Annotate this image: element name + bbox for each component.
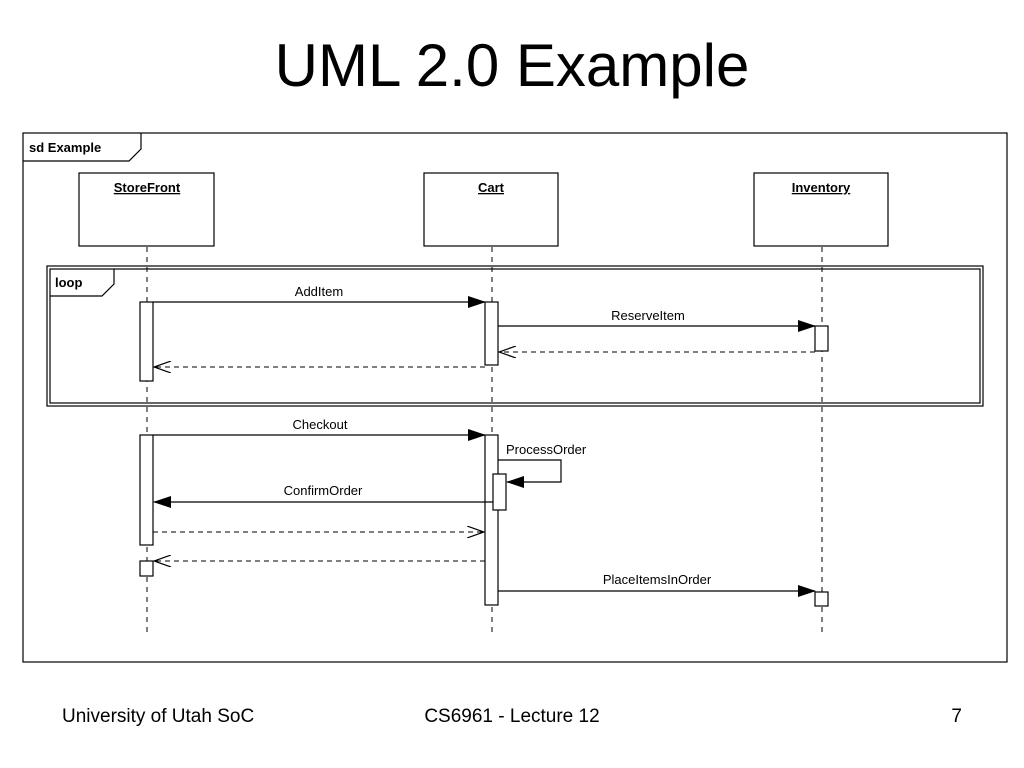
loop-fragment: loop: [46, 265, 984, 407]
message-confirmorder: ConfirmOrder: [153, 483, 493, 508]
slide-title: UML 2.0 Example: [274, 32, 750, 99]
lifeline-inventory-name: Inventory: [792, 180, 851, 195]
sd-frame-label: sd Example: [29, 140, 101, 155]
message-checkout: Checkout: [153, 417, 486, 441]
lifeline-storefront-name: StoreFront: [114, 180, 181, 195]
message-checkout-label: Checkout: [293, 417, 348, 432]
message-reserveitem-label: ReserveItem: [611, 308, 685, 323]
sd-frame: sd Example: [22, 132, 1008, 663]
activation-cart-1: [484, 301, 499, 366]
footer-page-number: 7: [951, 706, 962, 727]
activation-storefront-1: [139, 301, 154, 382]
loop-label: loop: [55, 275, 82, 290]
message-placeitemsinorder: PlaceItemsInOrder: [498, 572, 816, 597]
footer-course: CS6961 - Lecture 12: [424, 706, 600, 727]
activation-inventory-2: [814, 591, 829, 607]
activation-storefront-2: [139, 434, 154, 546]
lifeline-inventory: Inventory: [753, 172, 889, 636]
activation-storefront-3: [139, 560, 154, 577]
activation-cart-2: [484, 434, 499, 606]
message-processorder: ProcessOrder: [498, 442, 587, 488]
message-placeitemsinorder-label: PlaceItemsInOrder: [603, 572, 712, 587]
message-reserveitem: ReserveItem: [498, 308, 816, 332]
lifeline-cart-name: Cart: [478, 180, 505, 195]
message-confirmorder-label: ConfirmOrder: [284, 483, 363, 498]
message-additem-label: AddItem: [295, 284, 343, 299]
activation-inventory-1: [814, 325, 829, 352]
message-additem: AddItem: [153, 284, 486, 308]
activation-cart-nested: [492, 473, 507, 511]
message-processorder-label: ProcessOrder: [506, 442, 587, 457]
footer-institution: University of Utah SoC: [62, 706, 255, 727]
